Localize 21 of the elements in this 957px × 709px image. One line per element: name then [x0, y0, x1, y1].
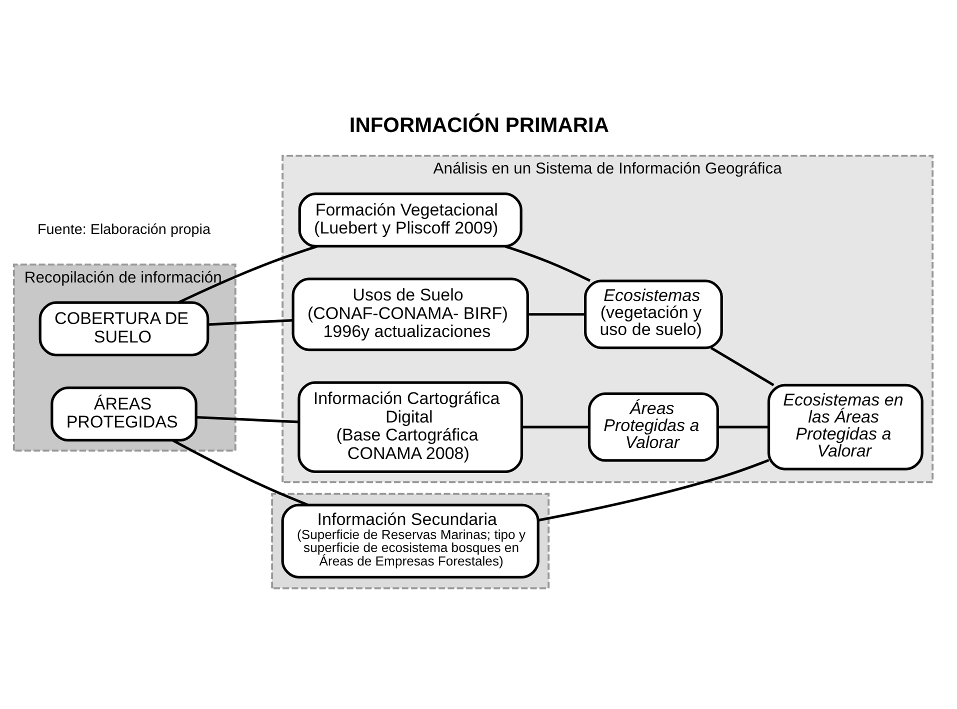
node-box: Áreas Protegidas a Valorar [588, 392, 719, 462]
node-box: Formación Vegetacional (Luebert y Pliscoff 2009) [298, 192, 522, 248]
connector [528, 312, 586, 316]
connector [538, 458, 770, 522]
node-box: Ecosistemas en las Áreas Protegidas a Valorar [767, 383, 924, 470]
connector [208, 318, 293, 326]
connector [718, 425, 769, 428]
node-box: ÁREAS PROTEGIDAS [50, 386, 198, 441]
node-box: Ecosistemas (vegetación y uso de suelo) [584, 279, 723, 349]
connector [178, 244, 318, 304]
node-box: Información Cartográfica Digital (Base Cartográfica CONAMA 2008) [298, 380, 524, 472]
connector [504, 244, 591, 282]
caption: Fuente: Elaboración propia [38, 222, 211, 238]
connector [710, 346, 774, 386]
connector [522, 425, 590, 428]
cluster [271, 492, 550, 589]
diagram-title: INFORMACIÓN PRIMARIA [349, 113, 609, 136]
node-box: COBERTURA DE SUELO [38, 300, 210, 356]
node-box: Información Secundaria (Superficie de Reservas Marinas; tipo y superficie de ecosistema bosques en Áreas de Empresas Forestales) [281, 503, 540, 578]
connector [172, 438, 308, 506]
node-box: Usos de Suelo (CONAF-CONAMA- BIRF) 1996y actualizaciones [292, 277, 529, 351]
